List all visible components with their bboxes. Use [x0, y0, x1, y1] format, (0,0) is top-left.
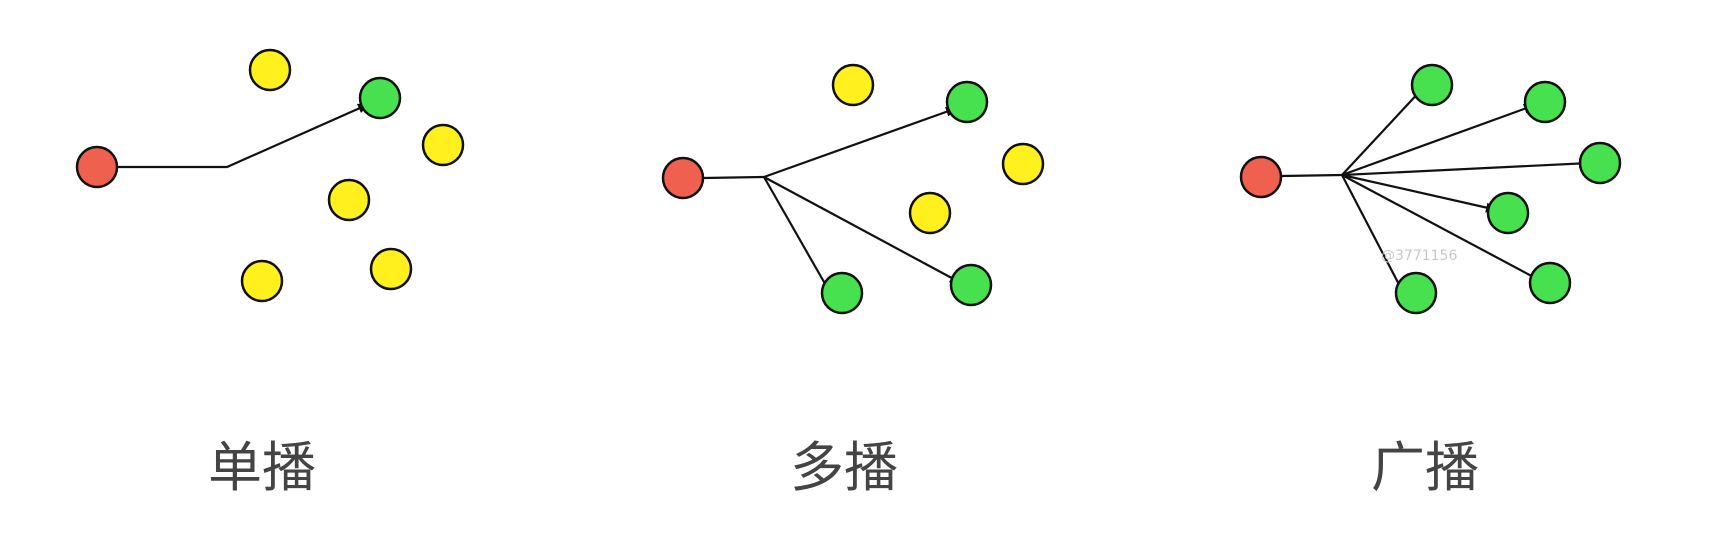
unicast-edge [117, 102, 370, 169]
broadcast-diagram: @3771156 广播 [1239, 63, 1622, 499]
multicast-edges [703, 106, 962, 297]
sender-node [1239, 155, 1283, 199]
broadcast-edges [1281, 87, 1591, 297]
receiver-node [1528, 261, 1572, 305]
non-receiver-node [248, 48, 292, 92]
receiver-node [1486, 191, 1530, 235]
unicast-caption: 单播 [208, 436, 316, 499]
non-receiver-node [1001, 142, 1045, 186]
broadcast-edge [1341, 174, 1542, 282]
watermark-text: @3771156 [1381, 248, 1457, 264]
multicast-edge [763, 176, 833, 297]
broadcast-edge [1341, 103, 1536, 177]
multicast-diagram: 多播 [661, 63, 1045, 499]
multicast-caption: 多播 [790, 436, 898, 499]
non-receiver-node [240, 259, 284, 303]
receiver-node [945, 80, 989, 124]
broadcast-caption: 广播 [1371, 436, 1479, 499]
sender-node [75, 145, 119, 189]
unicast-edges [117, 102, 370, 169]
multicast-nodes [661, 63, 1045, 315]
unicast-diagram: 单播 [75, 48, 465, 499]
non-receiver-node [908, 191, 952, 235]
broadcast-edge [1341, 173, 1498, 213]
unicast-nodes [75, 48, 465, 303]
receiver-node [1578, 141, 1622, 185]
broadcast-edge [1341, 158, 1591, 177]
broadcast-edge [1341, 174, 1406, 297]
receiver-node [1394, 271, 1438, 315]
non-receiver-node [369, 247, 413, 291]
receiver-node [949, 263, 993, 307]
broadcast-trunk-edge [1281, 173, 1343, 178]
non-receiver-node [831, 63, 875, 107]
non-receiver-node [327, 178, 371, 222]
multicast-trunk-edge [703, 175, 765, 180]
sender-node [661, 156, 705, 200]
non-receiver-node [421, 123, 465, 167]
receiver-node [1523, 80, 1567, 124]
receiver-node [1410, 63, 1454, 107]
receiver-node [358, 76, 402, 120]
multicast-edge [763, 176, 962, 284]
receiver-node [820, 271, 864, 315]
multicast-edge [763, 106, 958, 179]
broadcast-nodes [1239, 63, 1622, 315]
broadcast-edge [1341, 87, 1424, 176]
